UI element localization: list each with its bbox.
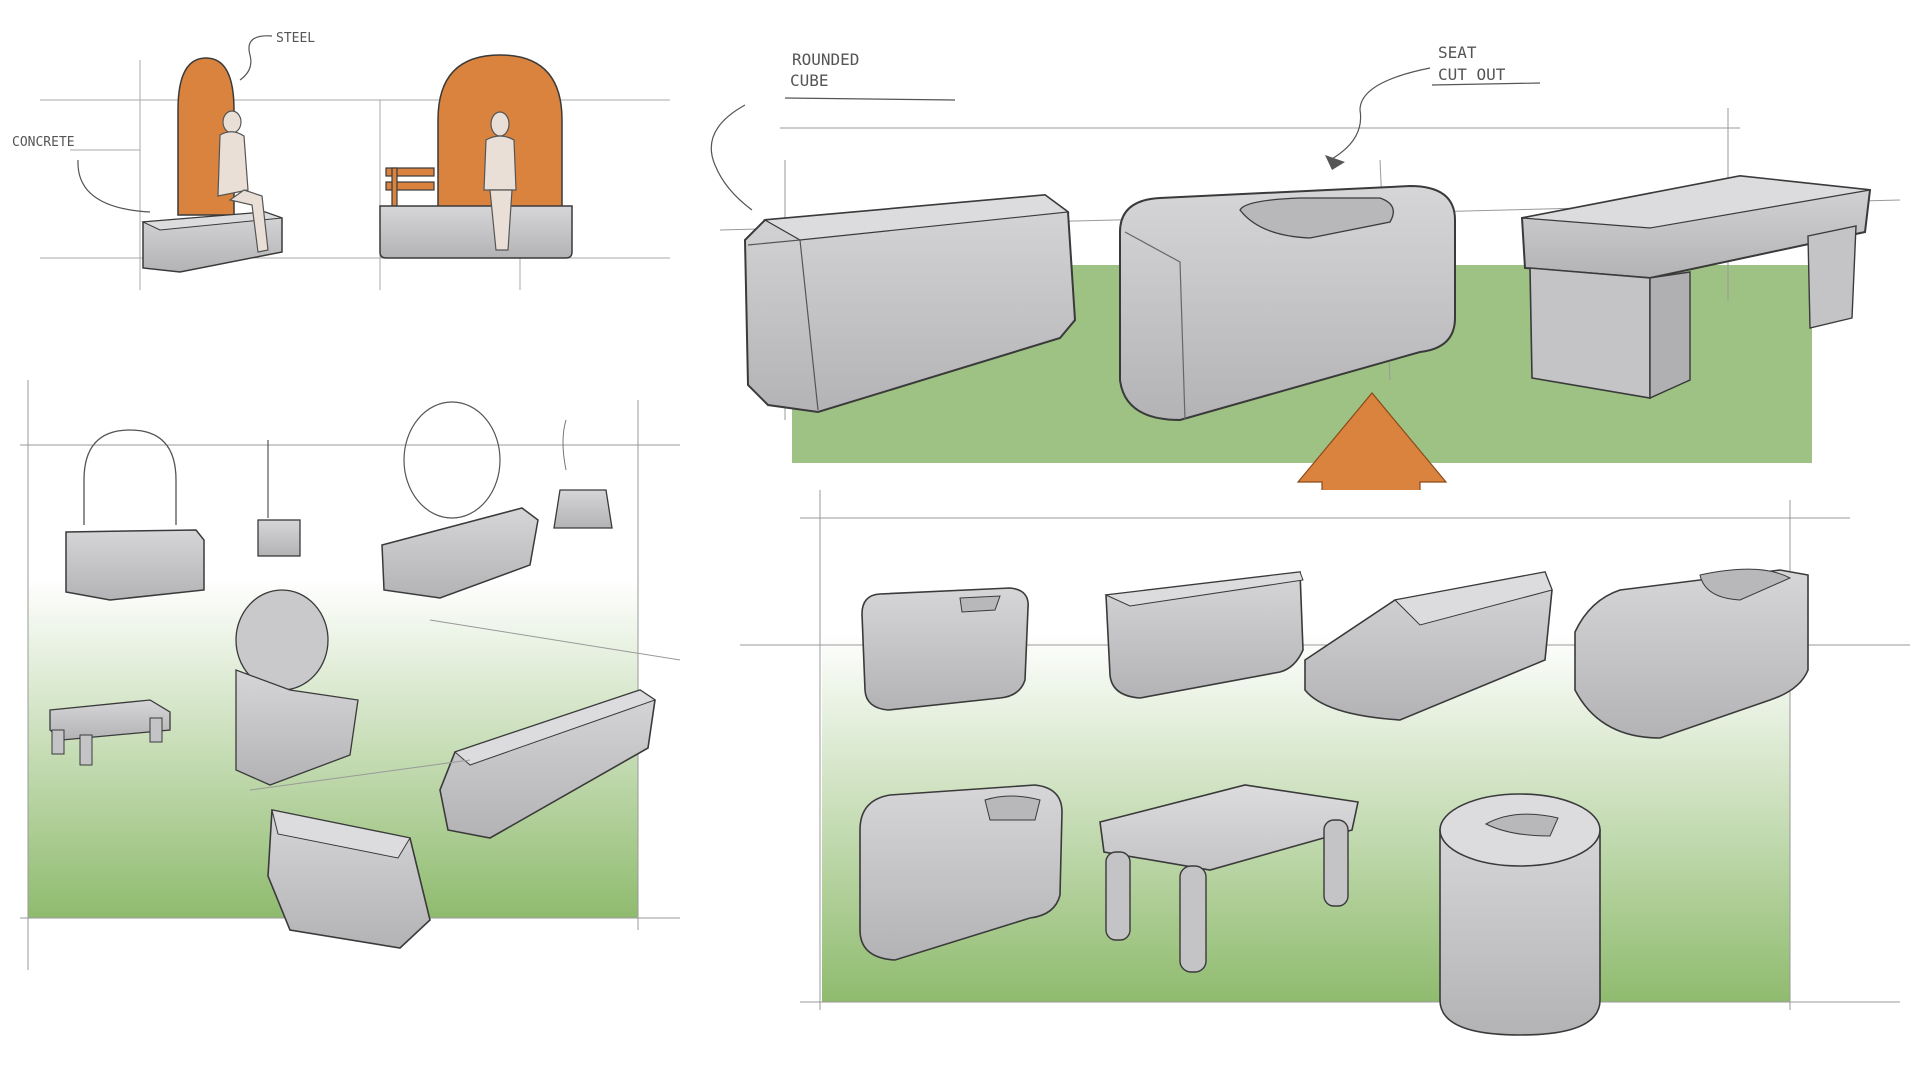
- variation-small-block: [553, 419, 613, 529]
- variation-long-rounded-bench: [439, 689, 657, 839]
- label-rounded-line2: CUBE: [790, 71, 829, 90]
- annotation-rounded-cube: ROUNDED CUBE: [710, 50, 956, 211]
- concept-slab-bench: [1520, 174, 1872, 400]
- variation-tall-circle-bench: [381, 401, 539, 599]
- label-seat-line1: SEAT: [1438, 43, 1477, 62]
- label-seat-line2: CUT OUT: [1438, 65, 1506, 84]
- variation-single-seat: [257, 440, 301, 557]
- refined-concepts-panel: ROUNDED CUBE SEAT CUT OUT: [710, 43, 1901, 463]
- variation-hoop-bench: [65, 429, 205, 601]
- variation-faceted-block: [267, 809, 431, 949]
- seated-figure-right: [483, 111, 517, 251]
- concrete-bench-right: [379, 205, 573, 259]
- left-variations-panel: [20, 380, 681, 970]
- concept-rounded-cube: [743, 193, 1077, 414]
- label-concrete: CONCRETE: [12, 135, 75, 150]
- top-left-sketch: STEEL CONCRETE: [12, 31, 670, 290]
- exploration-capsule-1: [861, 587, 1029, 711]
- label-rounded-line1: ROUNDED: [792, 50, 859, 69]
- exploration-cylinder-7: [1439, 793, 1601, 1036]
- variation-table-bench: [49, 699, 171, 766]
- seated-figure-left: [217, 110, 269, 253]
- exploration-block-2: [1104, 571, 1304, 699]
- variation-disc-chair: [235, 589, 359, 786]
- annotation-concrete: CONCRETE: [12, 135, 151, 213]
- label-steel: STEEL: [276, 31, 315, 46]
- wood-bench: [385, 167, 435, 209]
- exploration-rolled-4: [1574, 568, 1809, 739]
- annotation-steel: STEEL: [239, 31, 315, 81]
- annotation-seat-cutout: SEAT CUT OUT: [1325, 43, 1541, 170]
- concept-seat-cutout: [1119, 184, 1456, 422]
- exploration-oval-5: [859, 784, 1063, 961]
- exploration-table-6: [1099, 784, 1359, 973]
- concrete-bench-left: [141, 211, 283, 273]
- exploration-grid-panel: [740, 490, 1910, 1036]
- exploration-wedge-3: [1304, 571, 1553, 721]
